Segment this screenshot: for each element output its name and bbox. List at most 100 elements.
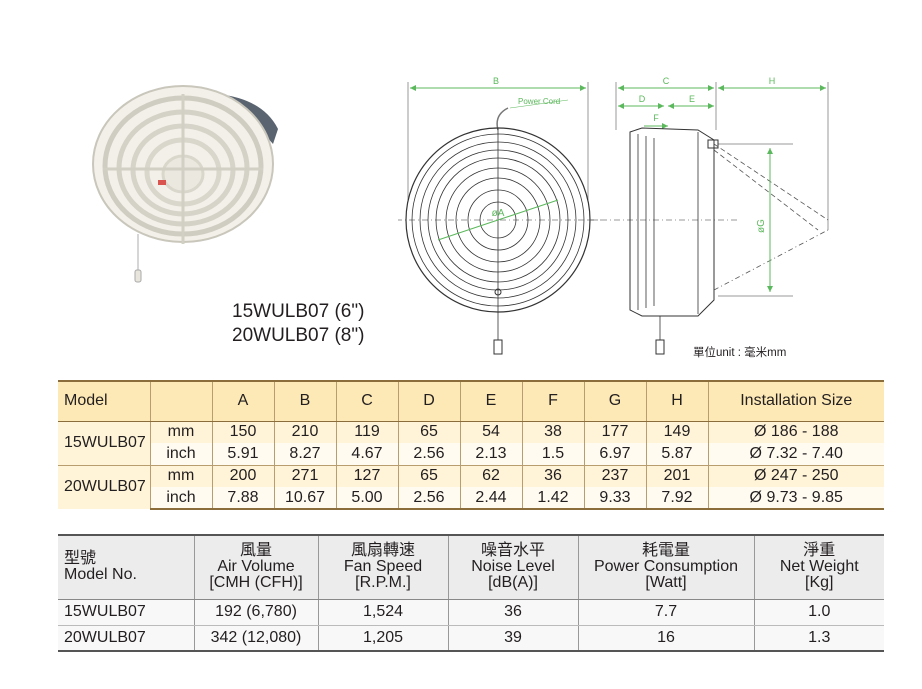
header-zh: 淨重 [803,542,836,560]
fan-product-photo [92,85,278,283]
cell-install: Ø 186 - 188 [707,421,884,443]
dimension-table: Model A B C D E F G H Installation Size … [58,380,884,510]
header-e: E [459,380,522,422]
cell-power: 7.7 [577,599,754,626]
cell-noise: 39 [447,625,578,652]
header-en: Noise Level [471,558,555,576]
header-b: B [273,380,336,422]
cell-d: 65 [397,464,460,487]
header-model-no: 型號 Model No. [58,534,194,600]
cell-g: 237 [583,464,646,487]
header-net-weight: 淨重 Net Weight [Kg] [753,534,884,600]
cell-h: 7.92 [645,487,708,510]
header-en: Net Weight [779,558,859,576]
header-power-consumption: 耗電量 Power Consumption [Watt] [577,534,754,600]
row-model: 20WULB07 [58,464,150,509]
header-zh: 噪音水平 [480,542,545,560]
row-unit: mm [149,464,212,487]
cell-f: 36 [521,464,584,487]
model-title-8: 20WULB07 (8") [232,325,365,346]
dim-label-f: F [653,113,659,123]
header-fan-speed: 風扇轉速 Fan Speed [R.P.M.] [317,534,448,600]
cell-install: Ø 7.32 - 7.40 [707,443,884,465]
dim-label-d: D [639,94,646,104]
cell-f: 1.5 [521,443,584,465]
performance-table: 型號 Model No. 風量 Air Volume [CMH (CFH)] 風… [58,534,884,652]
cell-fan-speed: 1,205 [317,625,448,652]
header-d: D [397,380,460,422]
unit-label: 單位unit : 毫米mm [693,347,787,359]
cell-e: 62 [459,464,522,487]
cell-b: 210 [273,421,336,443]
cell-c: 119 [335,421,398,443]
header-install: Installation Size [707,380,884,422]
cell-e: 2.44 [459,487,522,510]
row-unit: inch [149,443,212,465]
table-row: 15WULB07 192 (6,780) 1,524 36 7.7 1.0 [58,599,884,626]
dim-label-h: H [769,76,776,86]
cell-e: 54 [459,421,522,443]
header-a: A [211,380,274,422]
cell-h: 5.87 [645,443,708,465]
table-row: 20WULB07 342 (12,080) 1,205 39 16 1.3 [58,625,884,652]
cell-f: 1.42 [521,487,584,510]
header-h: H [645,380,708,422]
header-unit: [Kg] [805,574,834,592]
dim-label-g: øG [756,219,767,233]
header-zh: 風量 [239,542,272,560]
cell-power: 16 [577,625,754,652]
header-en: Air Volume [217,558,295,576]
cell-d: 65 [397,421,460,443]
cell-b: 8.27 [273,443,336,465]
header-unit: [Watt] [645,574,687,592]
header-zh: 風扇轉速 [350,542,415,560]
cell-a: 5.91 [211,443,274,465]
header-en: Power Consumption [593,558,739,576]
header-noise-level: 噪音水平 Noise Level [dB(A)] [447,534,578,600]
header-en: Fan Speed [343,558,423,576]
cell-f: 38 [521,421,584,443]
cell-c: 5.00 [335,487,398,510]
cell-b: 10.67 [273,487,336,510]
row-unit: inch [149,487,212,510]
row-unit: mm [149,421,212,443]
header-air-volume: 風量 Air Volume [CMH (CFH)] [193,534,318,600]
cell-fan-speed: 1,524 [317,599,448,626]
cell-noise: 36 [447,599,578,626]
cell-a: 7.88 [211,487,274,510]
dim-label-b: B [493,76,499,86]
cell-weight: 1.0 [753,599,884,626]
cell-weight: 1.3 [753,625,884,652]
header-en: Model No. [64,566,137,584]
row-model: 15WULB07 [58,421,150,465]
header-unit: [CMH (CFH)] [209,574,303,592]
header-unit: [dB(A)] [488,574,538,592]
technical-drawing: B Power Cord øA C H D E F øG [398,76,829,355]
header-f: F [521,380,584,422]
cell-d: 2.56 [397,487,460,510]
performance-header-row: 型號 Model No. 風量 Air Volume [CMH (CFH)] 風… [58,534,884,600]
dimension-header-row: Model A B C D E F G H Installation Size [58,380,884,422]
header-unit: [R.P.M.] [355,574,411,592]
table-row: inch 5.91 8.27 4.67 2.56 2.13 1.5 6.97 5… [58,443,884,465]
cell-install: Ø 9.73 - 9.85 [707,487,884,510]
cell-c: 4.67 [335,443,398,465]
cell-g: 177 [583,421,646,443]
header-zh: 耗電量 [641,542,690,560]
dim-label-e: E [689,94,695,104]
cell-model: 20WULB07 [58,625,194,652]
dim-label-a: øA [492,208,505,219]
table-row: 20WULB07 mm 200 271 127 65 62 36 237 201… [58,464,884,509]
dim-label-c: C [663,76,670,86]
cell-g: 9.33 [583,487,646,510]
cell-h: 201 [645,464,708,487]
cell-air-volume: 192 (6,780) [193,599,318,626]
power-cord-label: Power Cord [518,97,560,106]
cell-a: 150 [211,421,274,443]
header-unit [149,380,212,422]
cell-b: 271 [273,464,336,487]
header-model: Model [58,380,150,422]
cell-c: 127 [335,464,398,487]
cell-e: 2.13 [459,443,522,465]
cell-air-volume: 342 (12,080) [193,625,318,652]
